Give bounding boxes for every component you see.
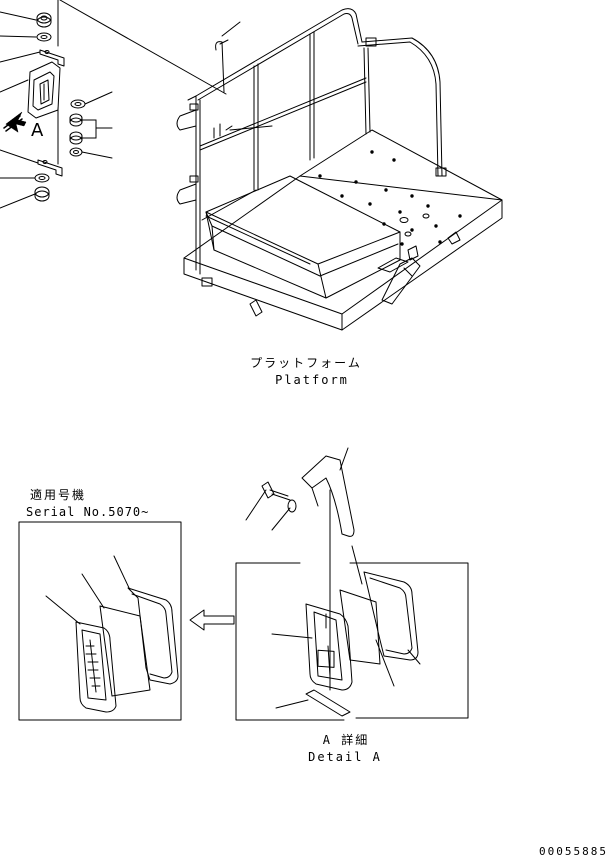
storage-box <box>206 176 408 298</box>
exploded-fasteners <box>0 0 226 208</box>
handrails <box>177 9 446 286</box>
washer-right-1 <box>71 100 85 108</box>
bottom-bracket <box>250 300 262 316</box>
serial-label-jp: 適用号機 <box>30 488 87 502</box>
view-arrow-icon <box>4 112 26 132</box>
nut-bottom <box>35 187 49 201</box>
view-marker-label: A <box>31 120 44 141</box>
leader-lines-left <box>0 12 112 208</box>
serial-detail-box <box>19 522 181 720</box>
platform-caption-en: Platform <box>275 373 349 387</box>
platform-deck <box>184 176 502 330</box>
small-bracket-top <box>40 50 64 66</box>
mirror-bracket-small <box>28 62 60 118</box>
detail-caption-jp: A 詳細 <box>322 733 370 747</box>
nut-right-2 <box>70 132 82 144</box>
detail-a-box <box>236 448 468 720</box>
washer-right-2 <box>70 148 82 156</box>
washer-top <box>37 33 51 41</box>
direction-arrow-icon <box>190 610 234 630</box>
detail-caption-en: Detail A <box>308 750 382 764</box>
access-ladder <box>382 232 460 304</box>
leader-to-platform <box>60 0 226 94</box>
washer-bottom <box>35 174 49 182</box>
small-bracket-bottom <box>38 160 62 176</box>
serial-label-en: Serial No.5070~ <box>26 505 150 519</box>
deck-holes <box>319 151 461 245</box>
nut-top <box>37 13 51 27</box>
platform-caption-jp: プラットフォーム <box>250 356 362 370</box>
nut-right-1 <box>70 114 82 126</box>
document-number: 00055885 <box>539 845 608 858</box>
platform-assembly <box>177 9 502 330</box>
